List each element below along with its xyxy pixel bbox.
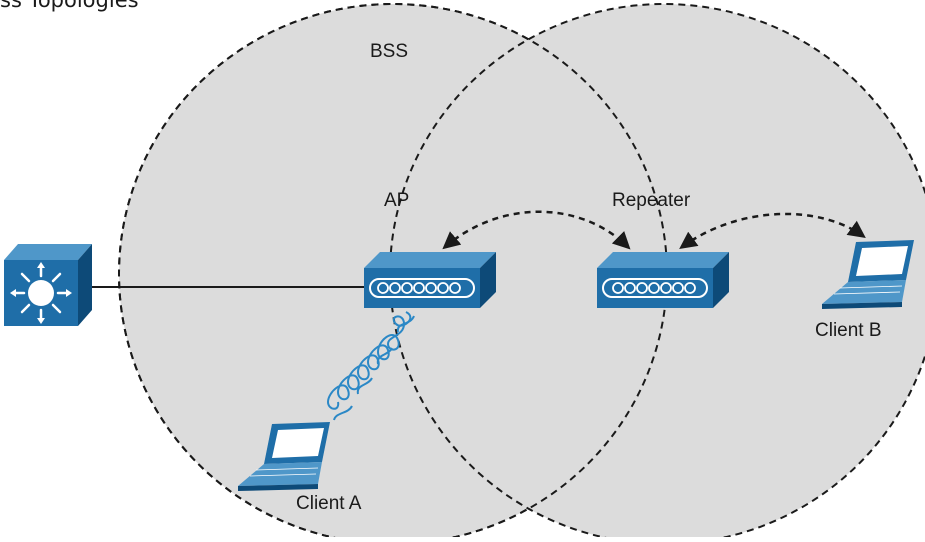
bss-label: BSS bbox=[370, 41, 408, 62]
client-a-label: Client A bbox=[296, 493, 362, 514]
client-a-laptop-icon bbox=[238, 422, 330, 491]
client-b-laptop-icon bbox=[822, 240, 914, 309]
page-heading: ss Topologies bbox=[0, 0, 139, 12]
ap-label: AP bbox=[384, 190, 409, 211]
access-point-icon bbox=[364, 252, 496, 308]
client-b-label: Client B bbox=[815, 320, 882, 341]
ap-repeater-link-arrow bbox=[442, 210, 631, 250]
switch-icon bbox=[4, 244, 92, 326]
repeater-icon bbox=[597, 252, 729, 308]
repeater-label: Repeater bbox=[612, 190, 691, 211]
repeater-clientb-link-arrow bbox=[679, 212, 866, 250]
wireless-signal-wave bbox=[326, 311, 415, 421]
